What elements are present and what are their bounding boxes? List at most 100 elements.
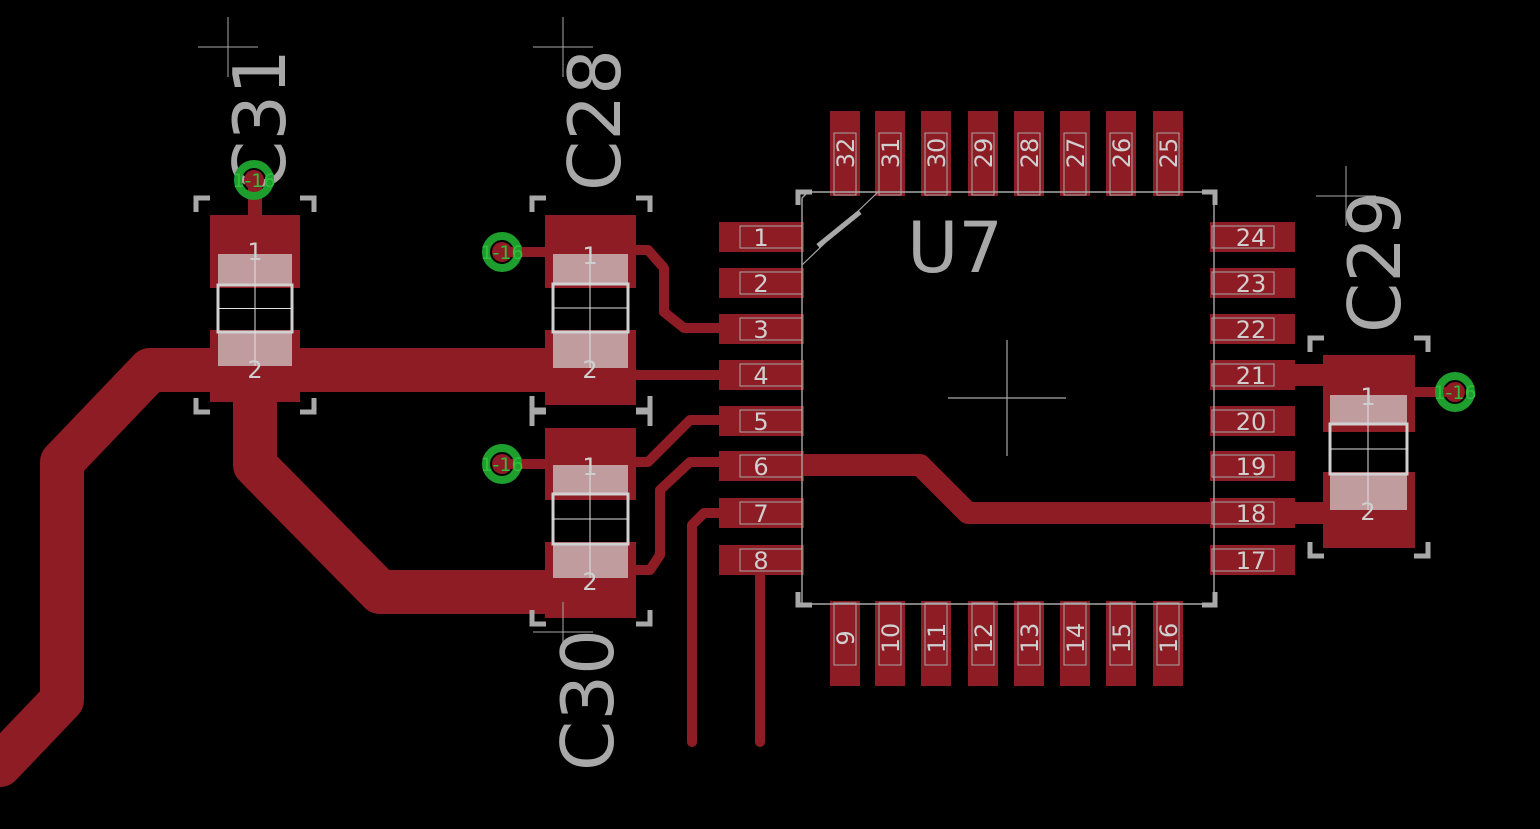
u7-pad-24: 24 [1210,222,1295,252]
trace-thick-branch [233,378,612,614]
u7-pad-31: 31 [875,111,905,196]
u7-pin1-diag [801,191,879,266]
u7-pad-label: 1 [753,224,768,252]
u7-pad-21: 21 [1210,360,1295,390]
u7-pad-20: 20 [1210,406,1295,436]
u7-pad-label: 7 [753,500,768,528]
via-label: 1-16 [232,170,275,192]
cap-frame-corner [300,195,317,212]
cap-pad-1-label: 1 [582,242,597,270]
u7-corner-tr [1202,189,1218,205]
cap-frame-corner [1307,542,1324,559]
via: 1-16 [232,160,276,200]
via-label: 1-16 [480,454,523,476]
u7-pad-11: 11 [921,601,951,686]
cap-frame-corner [529,409,546,426]
u7-pad-22: 22 [1210,314,1295,344]
via-hole [1445,382,1465,402]
u7-pad-29: 29 [968,111,998,196]
u7-pad-label: 19 [1236,453,1267,481]
u7-pad-26: 26 [1106,111,1136,196]
u7-pad-25: 25 [1153,111,1183,196]
u7-pad-label: 18 [1236,500,1267,528]
u7-pad-8: 8 [719,545,804,575]
cap-frame-corner [1414,335,1431,352]
via-ring [1435,372,1475,412]
u7-silk-body [801,191,1215,605]
u7-pad-label: 11 [923,623,951,654]
via: 1-16 [480,444,524,484]
u7-pad-label: 14 [1062,623,1090,654]
u7-pad-label: 30 [923,138,951,169]
cap-ref-label: C29 [1333,191,1417,333]
via-hole [244,170,264,190]
u7-pad-label: 23 [1236,270,1267,298]
cap-frame-corner [1414,542,1431,559]
u7-pad-18: 18 [1210,498,1295,528]
u7-corner-bl [795,592,812,608]
trace-c28-to-pin3 [615,245,765,333]
u7-pad-label: 5 [753,408,768,436]
u7-pad-label: 29 [970,138,998,169]
u7-pad-23: 23 [1210,268,1295,298]
cap-frame-corner [1307,335,1324,352]
u7-pad-14: 14 [1060,601,1090,686]
via-ring [482,444,522,484]
vias: 1-16 1-16 1-16 1-16 [232,160,1477,484]
u7-pad-label: 21 [1236,362,1267,390]
u7-pad-13: 13 [1014,601,1044,686]
u7-pad-5: 5 [719,406,804,436]
u7-pad-2: 2 [719,268,804,298]
cap-frame-corner [636,409,653,426]
u7-pad-label: 4 [753,362,768,390]
cap-ref-label: C28 [553,49,637,191]
cap-pad-2-label: 2 [247,356,262,384]
u7-outline [795,189,1218,608]
cap-ref-label: C30 [546,629,630,771]
u7-pad-label: 13 [1016,623,1044,654]
cap-frame-corner [300,398,317,415]
u7-pad-label: 15 [1108,623,1136,654]
cap-frame-corner [529,195,546,212]
cap-frame-corner [636,610,653,627]
via-label: 1-16 [480,242,523,264]
cap-pad-2-label: 2 [582,356,597,384]
u7-pad-label: 6 [753,453,768,481]
u7-pad-label: 9 [832,630,860,645]
u7-pad-label: 24 [1236,224,1267,252]
u7-pad-label: 16 [1155,623,1183,654]
u7-pad-17: 17 [1210,545,1295,575]
u7-pad-label: 20 [1236,408,1267,436]
u7-pad-28: 28 [1014,111,1044,196]
u7-pad-label: 3 [753,316,768,344]
cap-frame-corner [636,195,653,212]
cap-pad-1-label: 1 [1360,383,1375,411]
u7-pad-9: 9 [830,601,860,686]
u7-pad-32: 32 [830,111,860,196]
u7-pad-label: 12 [970,623,998,654]
u7-pad-12: 12 [968,601,998,686]
u7-pad-label: 32 [832,138,860,169]
u7-pad-1: 1 [719,222,804,252]
cap-pad-2-label: 2 [582,568,597,596]
u7-pad-label: 2 [753,270,768,298]
trace-c30-to-pin6 [615,457,765,575]
u7-pad-4: 4 [719,360,804,390]
u7-pad-label: 27 [1062,138,1090,169]
u7-pad-label: 22 [1236,316,1267,344]
cap-frame-corner [529,610,546,627]
cap-frame-corner [193,195,210,212]
u7-ref-label: U7 [907,207,1003,289]
u7-pad-label: 26 [1108,138,1136,169]
via-ring [482,232,522,272]
u7-corner-br [1202,592,1218,608]
via-label: 1-16 [1433,382,1476,404]
u7-pad-label: 28 [1016,138,1044,169]
u7-pad-16: 16 [1153,601,1183,686]
